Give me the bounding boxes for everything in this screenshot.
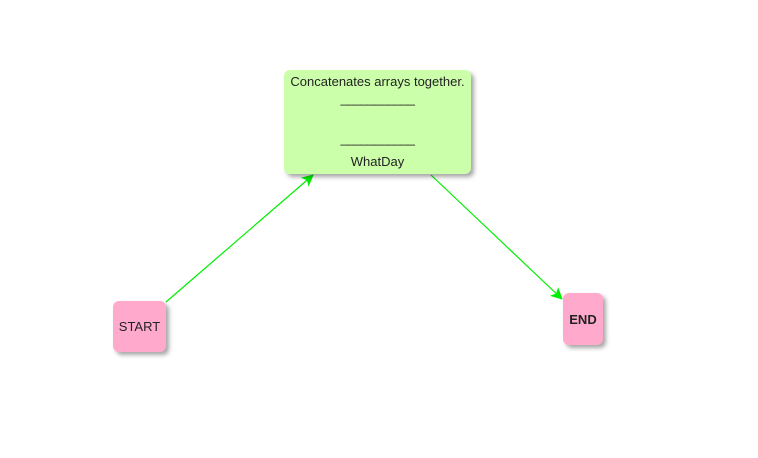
end-node[interactable]: END (563, 293, 603, 345)
process-separator-top: ___________ (340, 91, 415, 106)
start-node[interactable]: START (113, 301, 166, 352)
process-empty-line (284, 112, 471, 132)
process-description: Concatenates arrays together. (290, 74, 465, 89)
end-label: END (569, 311, 597, 327)
process-separator-bottom: ___________ (340, 131, 415, 146)
process-name: WhatDay (350, 154, 405, 169)
edge-start-to-process[interactable] (165, 174, 314, 303)
edge-process-to-end[interactable] (430, 174, 563, 300)
start-label: START (118, 319, 161, 334)
process-node[interactable]: Concatenates arrays together. __________… (284, 70, 471, 174)
